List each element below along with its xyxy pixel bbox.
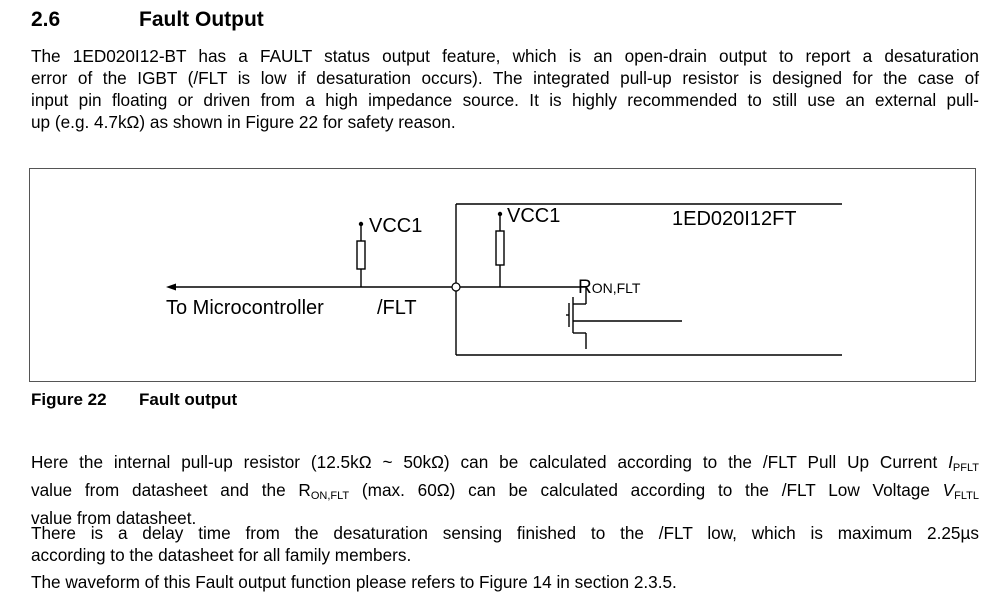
vfltl-symbol: V	[942, 480, 955, 500]
figure-frame: VCC1 VCC1 1ED020I12FT RON,FLT To Microco…	[29, 168, 976, 382]
intro-line: error of the IGBT (/FLT is low if desatu…	[31, 68, 979, 88]
external-pullup-resistor	[356, 224, 366, 287]
body-text: value from datasheet and the R	[31, 480, 311, 500]
intro-line: The 1ED020I12-BT has a FAULT status outp…	[31, 46, 979, 66]
ron-flt-label: RON,FLT	[578, 277, 641, 298]
intro-line: up (e.g. 4.7kΩ) as shown in Figure 22 fo…	[31, 112, 456, 132]
vcc1-external-label: VCC1	[369, 215, 422, 237]
arrow-left-icon	[166, 283, 176, 291]
figure-caption: Figure 22 Fault output	[31, 390, 237, 410]
body-text: (max. 60Ω) can be calculated according t…	[349, 480, 943, 500]
internal-pullup-resistor	[495, 214, 505, 287]
section-title: Fault Output	[139, 8, 264, 31]
figure-number: Figure 22	[31, 390, 107, 409]
section-number: 2.6	[31, 8, 61, 31]
body-line: The waveform of this Fault output functi…	[31, 572, 677, 592]
vcc1-internal-label: VCC1	[507, 205, 560, 227]
body-paragraph-3: The waveform of this Fault output functi…	[31, 571, 979, 593]
body-line: There is a delay time from the desaturat…	[31, 523, 979, 543]
chip-name-label: 1ED020I12FT	[672, 208, 797, 230]
ron-subscript: ON,FLT	[310, 490, 350, 502]
vfltl-subscript: FLTL	[954, 490, 979, 502]
chip-boundary	[455, 203, 842, 356]
fault-output-schematic: VCC1 VCC1 1ED020I12FT RON,FLT To Microco…	[166, 203, 842, 356]
vcc-node-icon	[358, 221, 364, 227]
to-microcontroller-label: To Microcontroller	[166, 297, 324, 319]
body-line: Here the internal pull-up resistor (12.5…	[31, 451, 979, 479]
pin-node-icon	[451, 282, 461, 292]
body-line: value from datasheet.	[31, 508, 197, 528]
body-paragraph-1: Here the internal pull-up resistor (12.5…	[31, 451, 979, 529]
body-text: Here the internal pull-up resistor (12.5…	[31, 452, 949, 472]
flt-pin-label: /FLT	[377, 297, 417, 319]
ron-subscript: ON,FLT	[592, 280, 641, 296]
vcc-node-icon	[497, 211, 503, 217]
ipflt-subscript: PFLT	[952, 462, 979, 474]
body-line: value from datasheet and the RON,FLT (ma…	[31, 479, 979, 507]
body-paragraph-2: There is a delay time from the desaturat…	[31, 522, 979, 566]
section-heading: 2.6 Fault Output	[31, 8, 264, 32]
figure-title: Fault output	[139, 390, 238, 409]
body-line: according to the datasheet for all famil…	[31, 545, 412, 565]
intro-paragraph: The 1ED020I12-BT has a FAULT status outp…	[31, 45, 979, 133]
ipflt-symbol: I	[948, 452, 953, 472]
ron-letter: R	[578, 277, 592, 298]
open-drain-mosfet	[566, 287, 682, 349]
intro-line: input pin floating or driven from a high…	[31, 90, 979, 110]
